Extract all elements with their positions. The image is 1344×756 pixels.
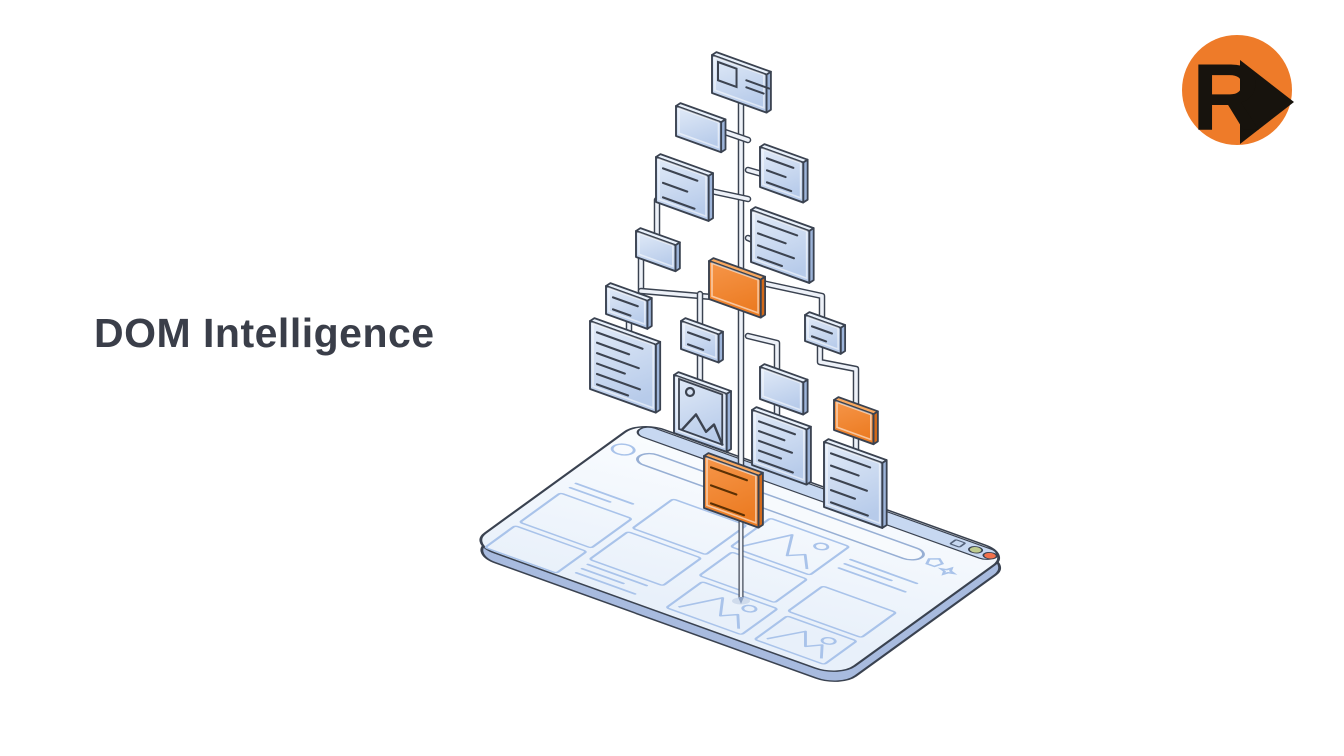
dom-node-image-node	[673, 371, 732, 453]
page-title: DOM Intelligence	[94, 310, 435, 356]
mountain-icon	[766, 630, 824, 659]
image-placeholder-card	[754, 615, 857, 665]
placeholder-card	[484, 525, 587, 574]
brand-logo: R	[1182, 35, 1294, 149]
text-lines	[837, 558, 919, 593]
dom-node-root	[711, 51, 772, 114]
mountain-icon	[681, 413, 724, 446]
selection-pin	[732, 515, 750, 605]
sun-icon	[741, 604, 758, 613]
sun-icon	[684, 386, 696, 398]
close-circle-icon	[982, 551, 998, 560]
sun-icon	[813, 542, 830, 551]
dom-node-n6	[635, 227, 681, 273]
placeholder-card	[589, 531, 702, 586]
dom-node-n12	[751, 406, 812, 486]
thumbnail-icon	[717, 60, 738, 89]
dom-node-highlight-3	[703, 452, 764, 529]
avatar-circle	[610, 443, 636, 456]
window-icon	[949, 539, 966, 548]
dom-node-n8	[589, 317, 662, 414]
placeholder-card	[787, 586, 897, 638]
dom-tree	[589, 51, 888, 529]
text-lines	[568, 482, 635, 505]
shield-icon	[925, 558, 945, 568]
dom-node-n9	[680, 317, 724, 364]
tab-circle-icon	[968, 546, 984, 554]
mountain-icon	[742, 534, 809, 570]
text-lines	[574, 563, 649, 595]
placeholder-card	[519, 492, 632, 549]
spark-icon	[937, 566, 958, 576]
dom-node-n2	[675, 102, 727, 154]
logo-play-icon	[1240, 60, 1294, 144]
placeholder-card	[699, 552, 808, 603]
placeholder-card	[632, 498, 747, 555]
dom-node-n7	[605, 282, 653, 330]
image-placeholder-card	[730, 518, 850, 576]
dom-node-n13	[823, 438, 888, 529]
dom-node-n11	[759, 363, 809, 416]
sun-icon	[820, 637, 837, 645]
mountain-icon	[677, 597, 741, 629]
dom-node-highlight-2	[833, 396, 879, 446]
dom-node-n10	[804, 311, 847, 355]
dom-node-n5	[750, 206, 815, 284]
logo-letter: R	[1192, 45, 1261, 149]
dom-node-n3	[655, 153, 714, 222]
dom-node-n4	[759, 143, 809, 204]
dom-node-highlight-1	[708, 257, 766, 319]
